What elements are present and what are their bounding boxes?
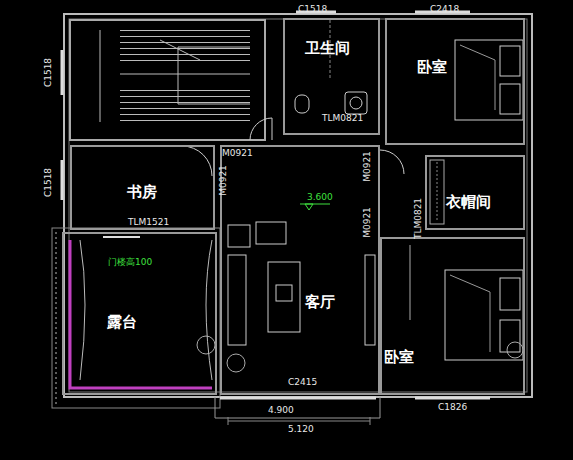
plan-annotation: M0921 <box>363 151 372 182</box>
room-name: 书房 <box>127 183 157 202</box>
room-name: 露台 <box>107 313 137 332</box>
plan-annotation: C1518 <box>298 5 327 14</box>
room-name: 衣帽间 <box>446 193 491 212</box>
plan-annotation: C1826 <box>438 403 467 412</box>
room-outline: 客厅 <box>220 145 380 395</box>
room-outline: 卧室 <box>380 237 525 395</box>
room-name: 卧室 <box>384 348 414 367</box>
plan-annotation: C2415 <box>288 378 317 387</box>
plan-annotation: C2418 <box>430 5 459 14</box>
room-outline: 衣帽间 <box>425 155 525 230</box>
room-outline: 露台 <box>62 232 217 395</box>
plan-annotation: C1518 <box>44 168 53 197</box>
plan-annotation: C1518 <box>44 58 53 87</box>
plan-annotation: 3.600 <box>307 193 333 202</box>
room-name: 卧室 <box>417 58 447 77</box>
plan-annotation: TLM0821 <box>322 114 363 123</box>
plan-annotation: TLM0821 <box>414 198 423 239</box>
room-name: 客厅 <box>305 293 335 312</box>
plan-annotation: M0921 <box>363 207 372 238</box>
plan-annotation: 5.120 <box>288 425 314 434</box>
plan-annotation: TLM1521 <box>128 218 169 227</box>
plan-annotation: M0921 <box>219 165 228 196</box>
plan-annotation: M0921 <box>222 149 253 158</box>
room-name: 卫生间 <box>305 39 350 58</box>
plan-annotation: 门楼高100 <box>108 258 152 267</box>
room-outline: 卧室 <box>385 18 525 145</box>
plan-annotation: 4.900 <box>268 406 294 415</box>
